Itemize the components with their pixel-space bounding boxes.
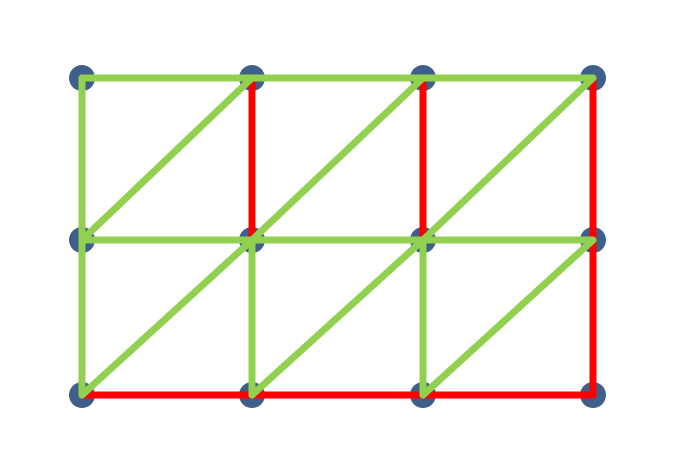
green-edge-r1c2-r2c1 bbox=[248, 236, 427, 399]
green-edge-r0c1-r1c0 bbox=[78, 74, 256, 244]
green-edge-r0c3-r1c2 bbox=[419, 74, 597, 244]
green-edge-r1c1-r2c0 bbox=[78, 236, 256, 399]
green-edge-r0c2-r1c1 bbox=[248, 74, 427, 244]
green-edges-layer bbox=[78, 74, 597, 399]
green-edge-r1c3-r2c2 bbox=[419, 236, 597, 399]
